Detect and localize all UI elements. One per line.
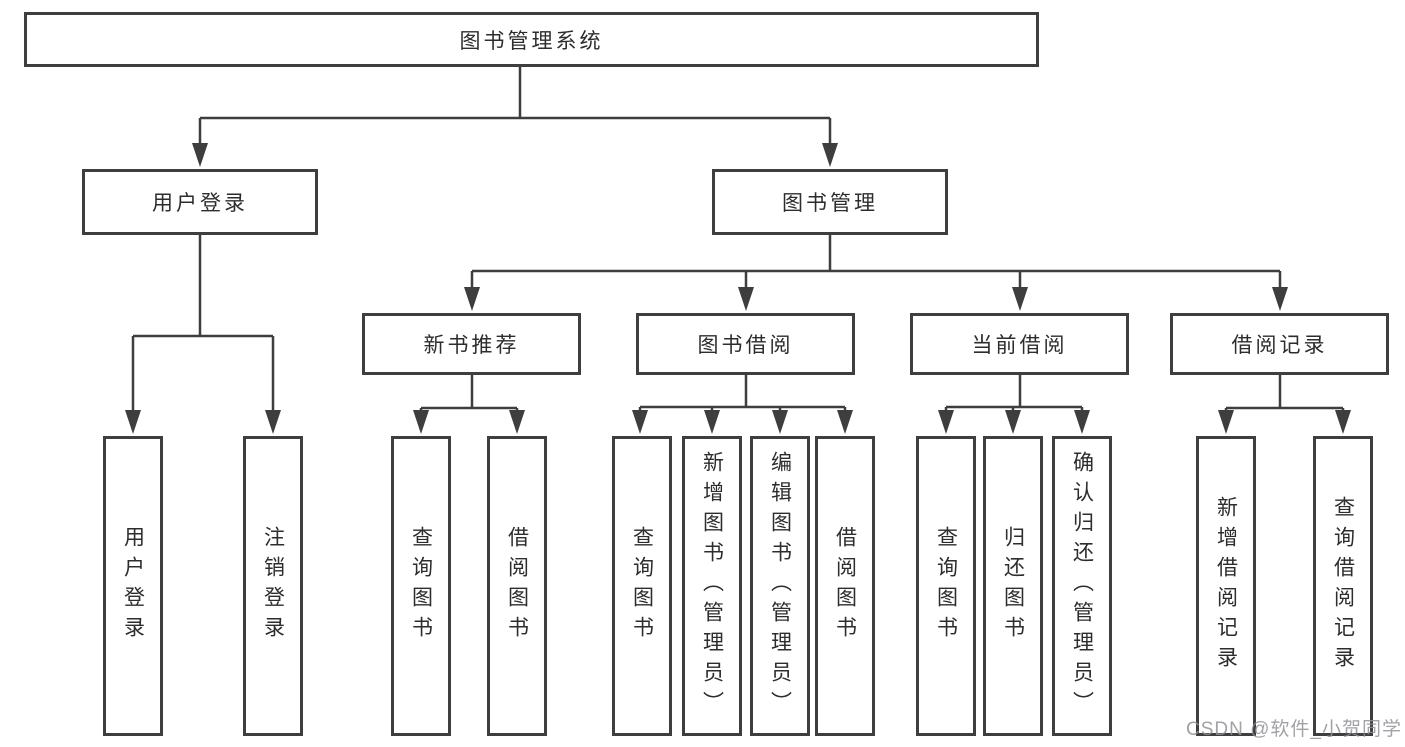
leaf-add-borrow-record: 新增借阅记录 bbox=[1196, 436, 1256, 736]
leaf-logout-login: 注销登录 bbox=[243, 436, 303, 736]
node-book-borrow: 图书借阅 bbox=[636, 313, 855, 375]
node-root-label: 图书管理系统 bbox=[459, 29, 604, 53]
leaf-query-borrow-record-label: 查询借阅记录 bbox=[1331, 496, 1355, 676]
node-book-management: 图书管理 bbox=[712, 169, 948, 235]
leaf-logout-login-label: 注销登录 bbox=[261, 526, 285, 646]
node-current-borrow-label: 当前借阅 bbox=[971, 334, 1068, 357]
leaf-query-books-borrow: 查询图书 bbox=[612, 436, 672, 736]
leaf-borrow-books: 借阅图书 bbox=[815, 436, 875, 736]
leaf-borrow-books-recommend: 借阅图书 bbox=[487, 436, 547, 736]
leaf-return-books: 归还图书 bbox=[983, 436, 1043, 736]
node-book-borrow-label: 图书借阅 bbox=[697, 334, 794, 357]
leaf-edit-books-admin: 编辑图书（管理员） bbox=[750, 436, 810, 736]
leaf-edit-books-admin-label: 编辑图书（管理员） bbox=[768, 451, 792, 721]
leaf-confirm-return-admin: 确认归还（管理员） bbox=[1052, 436, 1112, 736]
leaf-query-books-current-label: 查询图书 bbox=[934, 526, 958, 646]
node-new-book-recommend: 新书推荐 bbox=[362, 313, 581, 375]
connector-book-management bbox=[470, 235, 1282, 292]
node-new-book-recommend-label: 新书推荐 bbox=[423, 334, 520, 357]
node-borrow-records: 借阅记录 bbox=[1170, 313, 1389, 375]
node-current-borrow: 当前借阅 bbox=[910, 313, 1129, 375]
leaf-confirm-return-admin-label: 确认归还（管理员） bbox=[1070, 451, 1094, 721]
leaf-add-books-admin: 新增图书（管理员） bbox=[682, 436, 742, 736]
leaf-borrow-books-label: 借阅图书 bbox=[833, 526, 857, 646]
node-user-login-label: 用户登录 bbox=[152, 192, 248, 215]
node-user-login: 用户登录 bbox=[82, 169, 318, 235]
leaf-query-books-borrow-label: 查询图书 bbox=[630, 526, 654, 646]
node-book-management-label: 图书管理 bbox=[782, 192, 878, 215]
connector-new-book-recommend bbox=[419, 375, 519, 416]
leaf-query-books-recommend: 查询图书 bbox=[391, 436, 451, 736]
leaf-add-books-admin-label: 新增图书（管理员） bbox=[700, 451, 724, 721]
arrowheads bbox=[125, 143, 1351, 434]
node-root: 图书管理系统 bbox=[24, 12, 1039, 67]
leaf-user-login-label: 用户登录 bbox=[121, 526, 145, 646]
connector-current-borrow bbox=[944, 375, 1084, 416]
leaf-add-borrow-record-label: 新增借阅记录 bbox=[1214, 496, 1238, 676]
connector-book-borrow bbox=[638, 375, 847, 416]
csdn-watermark: CSDN @软件_小贺同学 bbox=[1186, 719, 1402, 740]
leaf-query-borrow-record: 查询借阅记录 bbox=[1313, 436, 1373, 736]
connector-user-login bbox=[131, 235, 275, 415]
leaf-return-books-label: 归还图书 bbox=[1001, 526, 1025, 646]
leaf-query-books-recommend-label: 查询图书 bbox=[409, 526, 433, 646]
node-borrow-records-label: 借阅记录 bbox=[1231, 334, 1328, 357]
connector-borrow-records bbox=[1224, 375, 1345, 416]
connector-root bbox=[198, 67, 832, 148]
leaf-borrow-books-recommend-label: 借阅图书 bbox=[505, 526, 529, 646]
leaf-user-login: 用户登录 bbox=[103, 436, 163, 736]
leaf-query-books-current: 查询图书 bbox=[916, 436, 976, 736]
